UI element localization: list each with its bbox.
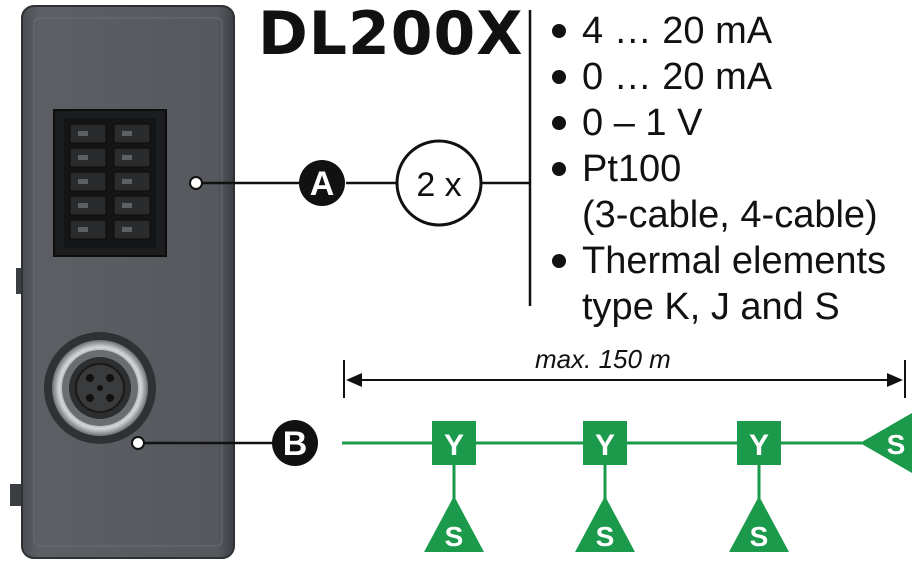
callout-b-badge: B — [272, 420, 318, 466]
spec-item: Pt100 (3-cable, 4-cable) — [552, 146, 886, 238]
spec-line-continuation: (3-cable, 4-cable) — [582, 194, 878, 236]
multiplier-badge: 2 x — [395, 139, 483, 227]
splitter-y-1: Y — [432, 421, 476, 465]
sensor-s-3: S — [729, 496, 789, 552]
spec-line: 4 … 20 mA — [582, 10, 773, 52]
sensor-s-2: S — [575, 496, 635, 552]
bullet-icon — [552, 116, 566, 130]
spec-list: 4 … 20 mA 0 … 20 mA 0 – 1 V Pt100 (3-cab… — [552, 8, 886, 330]
spec-line: 0 – 1 V — [582, 102, 703, 144]
spec-item: 4 … 20 mA — [552, 8, 886, 54]
multiplier-label: 2 x — [416, 166, 461, 204]
distance-dimension — [343, 360, 906, 398]
bullet-icon — [552, 162, 566, 176]
callout-a-label: A — [310, 165, 335, 203]
bullet-icon — [552, 70, 566, 84]
sensor-label: S — [750, 521, 769, 552]
device-title: DL200X — [258, 0, 524, 69]
spec-line: Pt100 — [582, 148, 682, 190]
spec-line-continuation: type K, J and S — [582, 286, 840, 328]
spec-item: 0 … 20 mA — [552, 54, 886, 100]
spec-line: 0 … 20 mA — [582, 56, 773, 98]
spec-item: Thermal elements type K, J and S — [552, 238, 886, 330]
spec-item: 0 – 1 V — [552, 100, 886, 146]
m12-connector — [44, 332, 156, 444]
splitter-label: Y — [749, 429, 769, 462]
spec-line: Thermal elements — [582, 240, 887, 282]
leader-a — [189, 176, 530, 190]
distance-label: max. 150 m — [535, 344, 671, 374]
sensor-label: S — [596, 521, 615, 552]
callout-b-label: B — [283, 425, 308, 463]
sensor-label: S — [445, 521, 464, 552]
bullet-icon — [552, 254, 566, 268]
sensor-s-4: S — [860, 413, 912, 473]
leader-b — [131, 436, 272, 450]
splitter-y-2: Y — [583, 421, 627, 465]
device-housing — [10, 5, 235, 559]
bullet-icon — [552, 24, 566, 38]
splitter-y-3: Y — [737, 421, 781, 465]
splitter-label: Y — [595, 429, 615, 462]
sensor-label: S — [887, 429, 906, 460]
splitter-label: Y — [444, 429, 464, 462]
sensor-s-1: S — [424, 496, 484, 552]
terminal-block — [53, 109, 167, 257]
callout-a-badge: A — [299, 160, 345, 206]
